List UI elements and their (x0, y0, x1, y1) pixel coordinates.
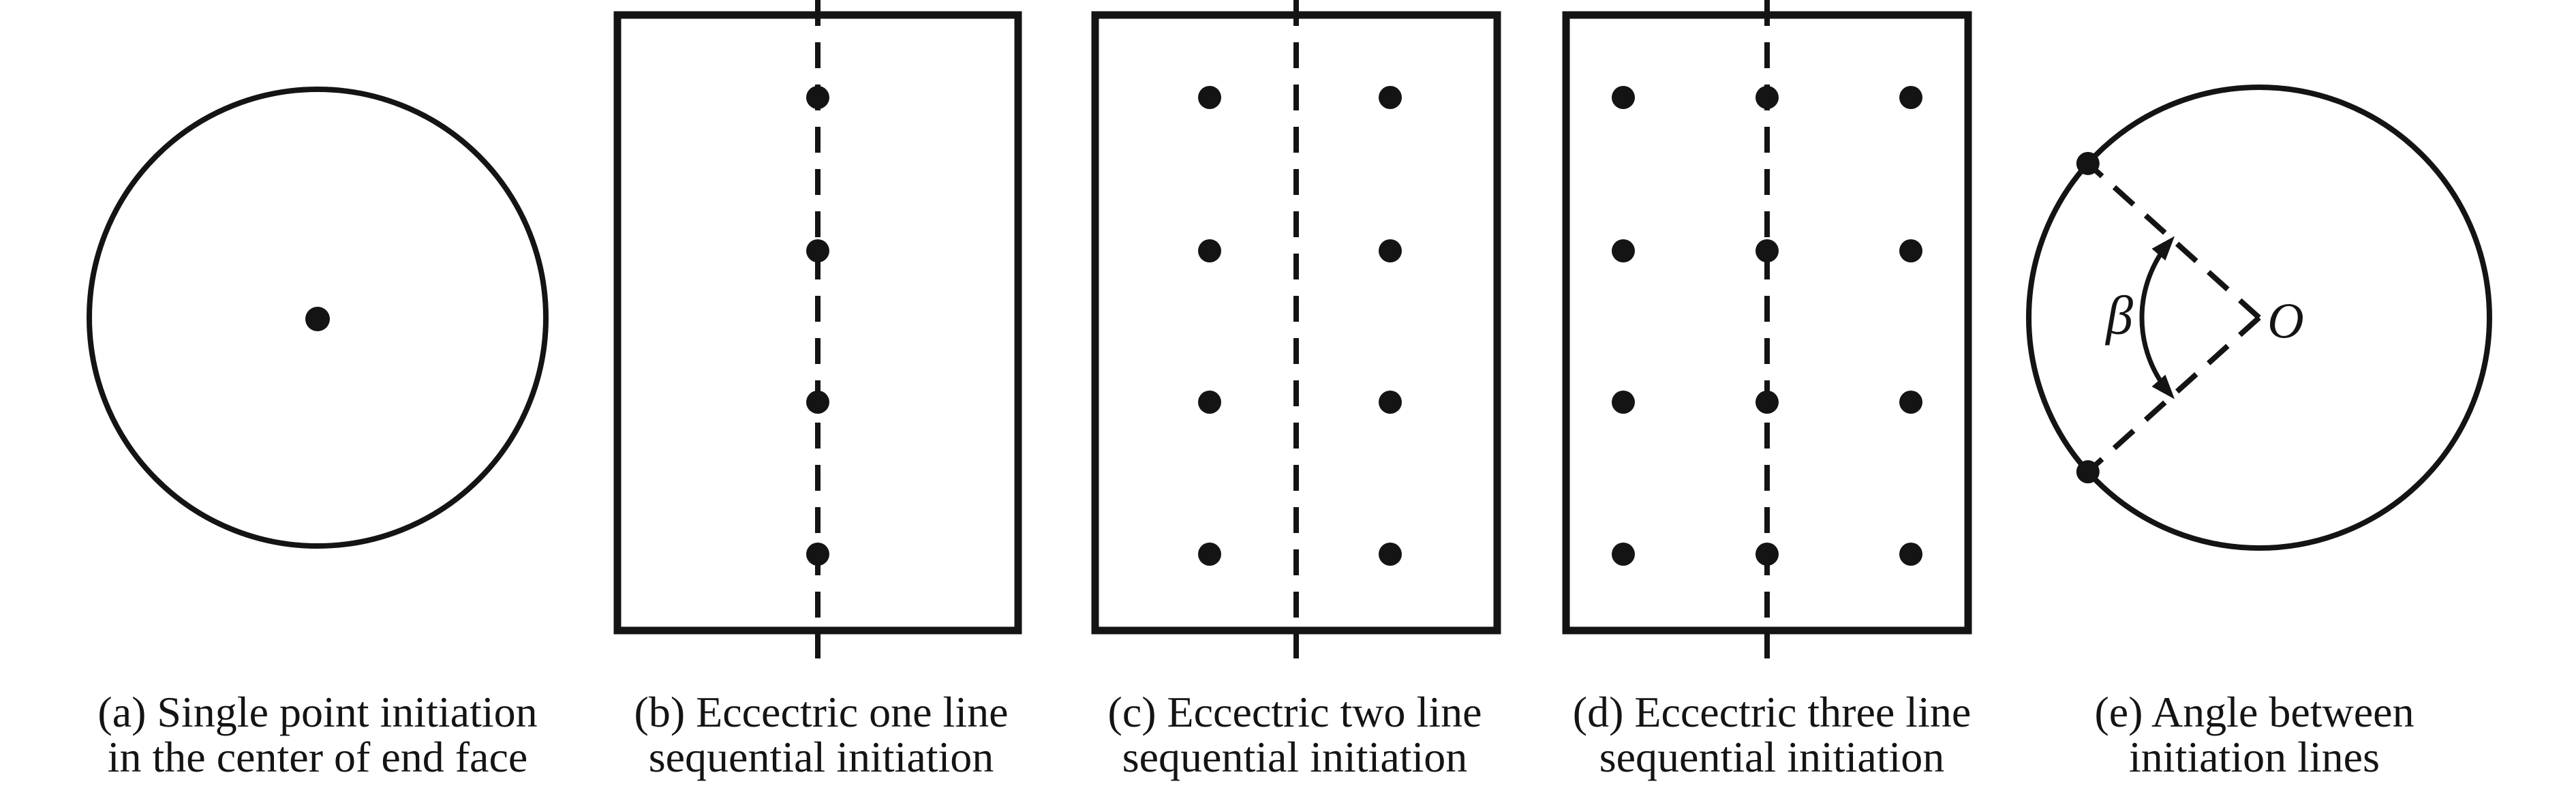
caption-line: initiation lines (2129, 733, 2380, 781)
panel-c-initiation-dot (1198, 239, 1221, 262)
caption-line: (d) Eccectric three line (1572, 688, 1972, 736)
panel-b-initiation-dot (806, 543, 829, 566)
caption-panel-e: (e) Angle between initiation lines (2094, 690, 2414, 780)
panel-b-initiation-dot (806, 86, 829, 109)
angle-arc-double-arrow (2139, 236, 2175, 399)
panel-e-angle-leg-dashed (2086, 161, 2261, 320)
caption-panel-b: (b) Eccectric one line sequential initia… (634, 690, 1009, 780)
caption-panel-d: (d) Eccectric three line sequential init… (1573, 690, 1972, 780)
panel-c-initiation-dot (1379, 239, 1402, 262)
caption-panel-c: (c) Eccectric two line sequential initia… (1108, 690, 1482, 780)
panel-d-initiation-dot (1899, 391, 1922, 414)
caption-line: (a) Single point initiation (97, 688, 538, 736)
panel-d-initiation-dot (1755, 391, 1779, 414)
caption-panel-a: (a) Single point initiation in the cente… (97, 690, 537, 780)
panel-d-initiation-dot (1899, 239, 1922, 262)
panel-e-initiation-dot (2076, 460, 2100, 484)
caption-line: sequential initiation (648, 733, 994, 781)
panel-d-initiation-dot (1755, 239, 1779, 262)
panel-b-initiation-dot (806, 391, 829, 414)
caption-line: sequential initiation (1122, 733, 1468, 781)
panel-d-initiation-dot (1755, 86, 1779, 109)
panel-c-initiation-dot (1379, 543, 1402, 566)
panel-b-initiation-dot (806, 239, 829, 262)
panel-c-initiation-dot (1198, 543, 1221, 566)
panel-c-initiation-dot (1379, 86, 1402, 109)
panel-a-end-face-outline (87, 87, 549, 549)
panel-d-initiation-dot (1899, 86, 1922, 109)
panel-a-initiation-dot (305, 307, 330, 331)
panel-d-initiation-dot (1755, 543, 1779, 566)
panel-e-angle-leg-dashed (2086, 316, 2261, 474)
panel-e-initiation-dot (2076, 151, 2100, 175)
caption-line: (c) Eccectric two line (1107, 688, 1482, 736)
panel-d-initiation-dot (1612, 543, 1635, 566)
panel-d-initiation-dot (1612, 86, 1635, 109)
panel-e-end-face-outline (2026, 85, 2492, 551)
panel-c-initiation-dot (1379, 391, 1402, 414)
caption-line: in the center of end face (107, 733, 528, 781)
circle-center-o-label: O (2267, 293, 2304, 350)
angle-beta-label: β (2106, 286, 2133, 346)
caption-line: sequential initiation (1599, 733, 1945, 781)
panel-c-initiation-dot (1198, 86, 1221, 109)
panel-d-initiation-dot (1899, 543, 1922, 566)
panel-d-initiation-dot (1612, 239, 1635, 262)
caption-line: (b) Eccectric one line (634, 688, 1009, 736)
panel-d-initiation-dot (1612, 391, 1635, 414)
panel-c-initiation-dot (1198, 391, 1221, 414)
caption-line: (e) Angle between (2094, 688, 2414, 736)
